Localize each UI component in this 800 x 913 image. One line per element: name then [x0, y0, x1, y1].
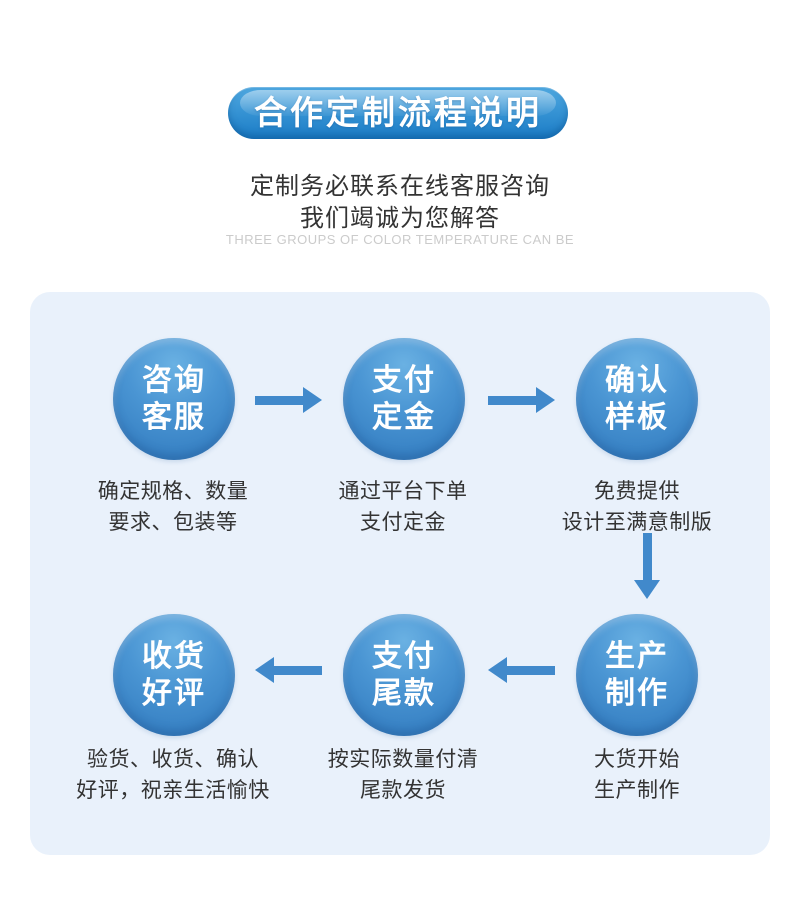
step-circle-deposit: 支付 定金 — [343, 338, 465, 460]
step-desc-deposit: 通过平台下单 支付定金 — [338, 480, 468, 534]
step-desc-receipt: 验货、收货、确认 好评，祝亲生活愉快 — [76, 748, 270, 802]
arrow-right-icon — [488, 387, 555, 413]
step-title-balance: 支付 尾款 — [372, 640, 436, 710]
section-title: 合作定制流程说明 — [254, 94, 542, 131]
step-desc-production: 大货开始 生产制作 — [594, 748, 680, 802]
step-circle-receipt: 收货 好评 — [113, 614, 235, 736]
arrow-left-icon — [488, 657, 555, 683]
process-flow-panel: 咨询 客服 支付 定金 确认 样板 确定规格、数量 要求、包装等 — [30, 292, 770, 855]
subtitle-line-1: 定制务必联系在线客服咨询 — [250, 173, 550, 200]
step-title-consult: 咨询 客服 — [142, 364, 206, 434]
step-title-sample: 确认 样板 — [605, 364, 669, 434]
arrow-left-icon — [255, 657, 322, 683]
step-circle-sample: 确认 样板 — [576, 338, 698, 460]
subtitle-caption-en: THREE GROUPS OF COLOR TEMPERATURE CAN BE — [225, 232, 575, 247]
section-title-badge: 合作定制流程说明 — [228, 87, 568, 139]
step-desc-sample: 免费提供 设计至满意制版 — [561, 480, 713, 534]
step-title-receipt: 收货 好评 — [142, 640, 206, 710]
arrow-down-icon — [634, 533, 660, 599]
step-title-production: 生产 制作 — [605, 640, 669, 710]
step-title-deposit: 支付 定金 — [372, 364, 436, 434]
subtitle-line-2: 我们竭诚为您解答 — [300, 205, 500, 232]
step-desc-balance: 按实际数量付清 尾款发货 — [327, 748, 479, 802]
arrow-right-icon — [255, 387, 322, 413]
step-desc-consult: 确定规格、数量 要求、包装等 — [97, 480, 249, 534]
step-circle-balance: 支付 尾款 — [343, 614, 465, 736]
step-circle-production: 生产 制作 — [576, 614, 698, 736]
step-circle-consult: 咨询 客服 — [113, 338, 235, 460]
